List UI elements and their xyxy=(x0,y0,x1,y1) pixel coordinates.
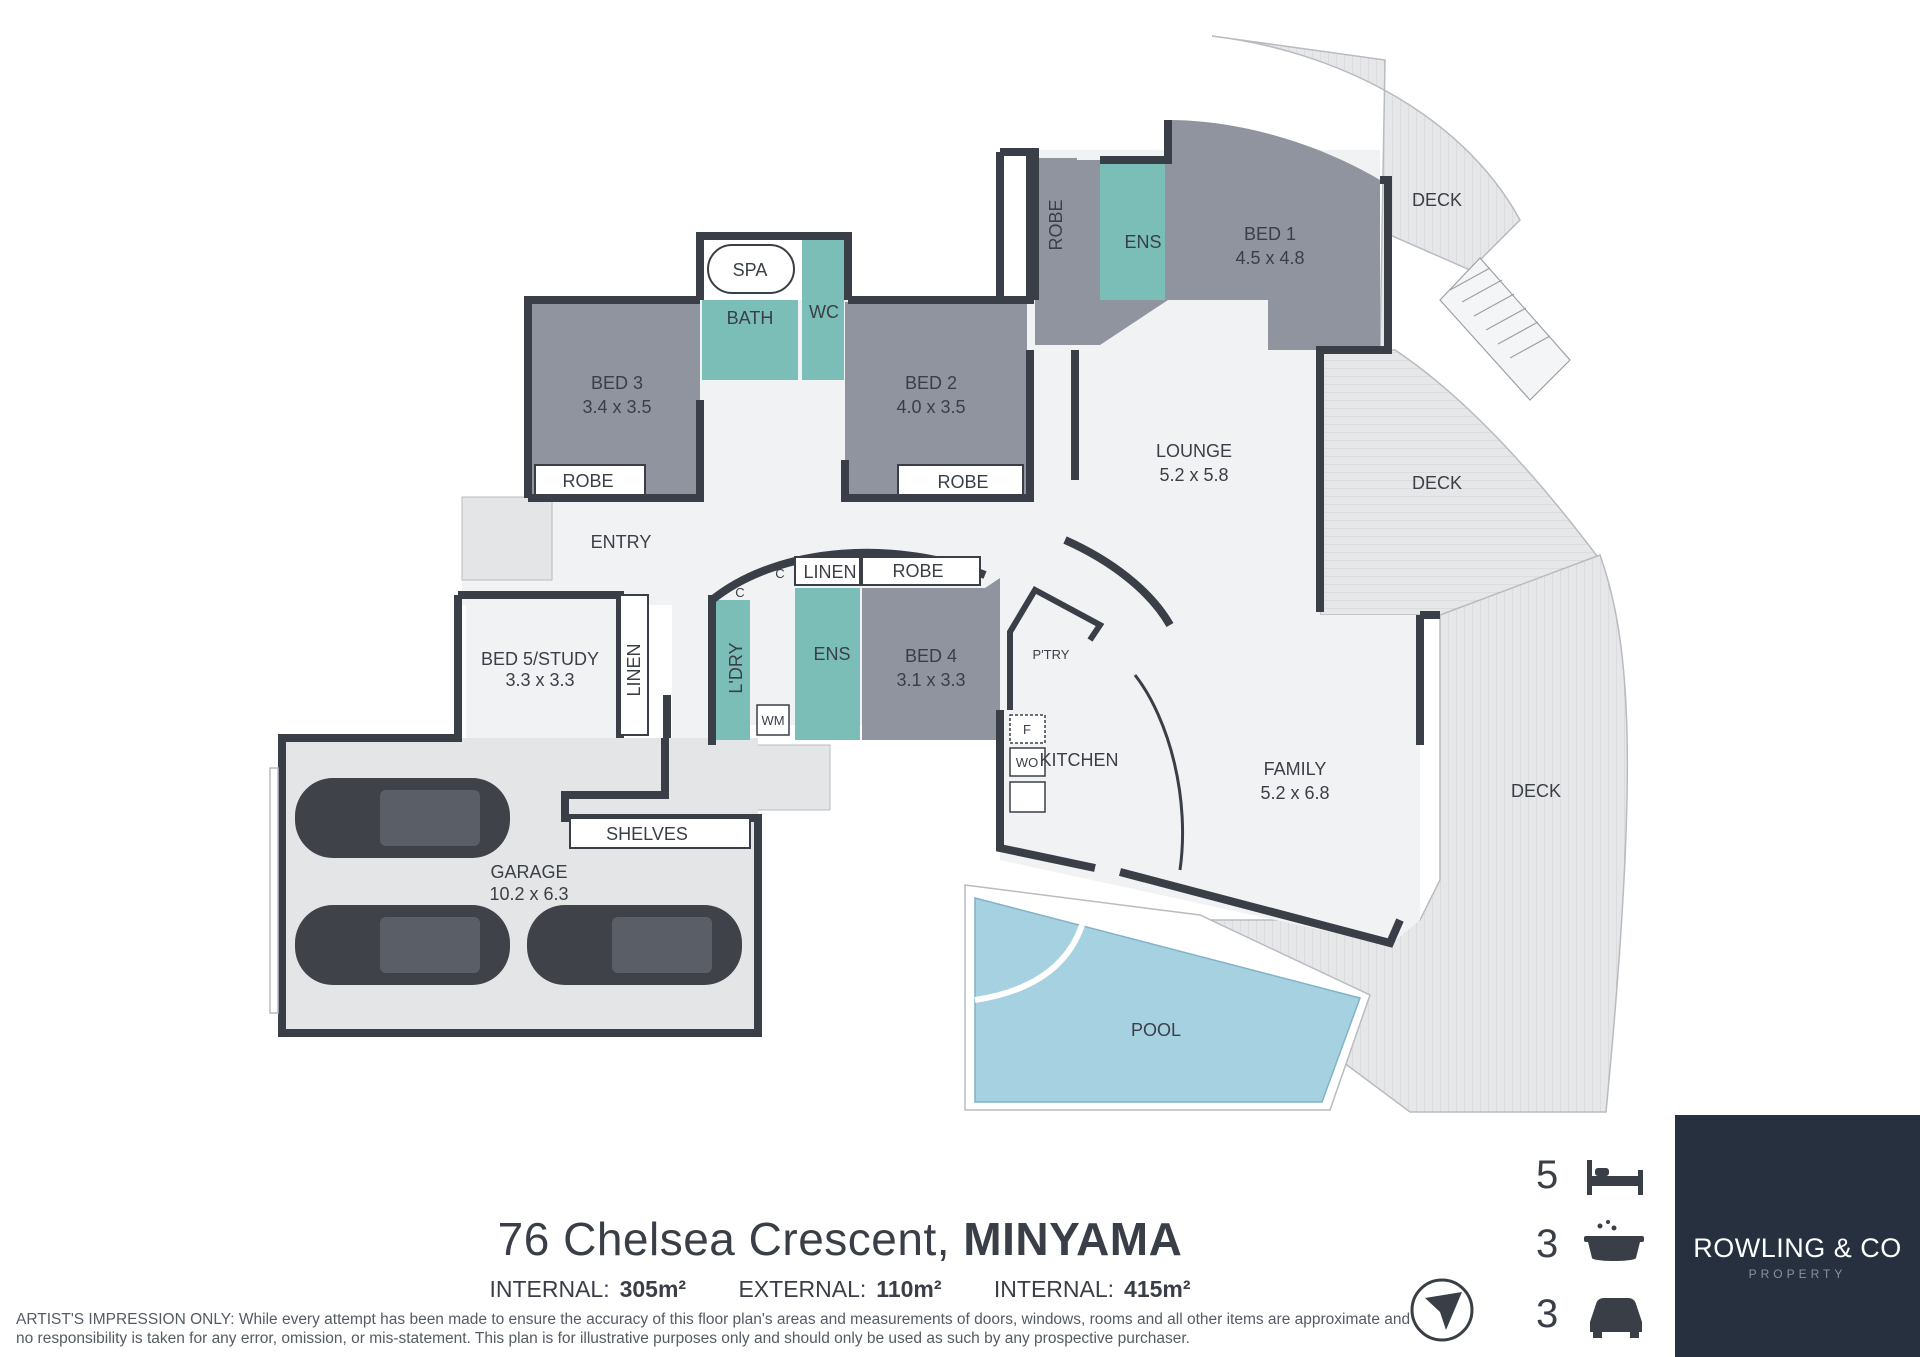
bed4-room xyxy=(862,578,1000,740)
pantry-label: P'TRY xyxy=(1033,647,1070,662)
ens2-label: ENS xyxy=(813,644,850,664)
bath-room xyxy=(702,300,798,380)
c2-label: C xyxy=(775,566,784,581)
address-street: 76 Chelsea Crescent, xyxy=(497,1213,951,1265)
car-garage-2 xyxy=(295,905,510,985)
entry-porch xyxy=(461,496,553,581)
garage-door-line xyxy=(269,767,279,1014)
shelves-label: SHELVES xyxy=(606,824,688,844)
spa-label: SPA xyxy=(733,260,768,280)
robe1-room xyxy=(1035,158,1077,300)
c1-label: C xyxy=(735,585,744,600)
garage-size: 10.2 x 6.3 xyxy=(489,884,568,904)
bed1-size: 4.5 x 4.8 xyxy=(1235,248,1304,268)
family-size: 5.2 x 6.8 xyxy=(1260,783,1329,803)
wm-unit xyxy=(756,704,790,736)
area-external-value: 110m² xyxy=(876,1276,942,1302)
bed4-size: 3.1 x 3.3 xyxy=(896,670,965,690)
bathrooms-count: 3 xyxy=(1536,1222,1559,1266)
linen-side-unit xyxy=(619,594,649,736)
kitchen-arc-wall xyxy=(1063,536,1174,628)
ens1-room xyxy=(1100,160,1165,300)
bed5-label: BED 5/STUDY xyxy=(481,649,599,669)
bed4-label: BED 4 xyxy=(905,646,957,666)
bed5-room xyxy=(466,592,616,738)
bath-label: BATH xyxy=(727,308,774,328)
garage-label: GARAGE xyxy=(490,862,567,882)
shelves-unit xyxy=(569,817,751,849)
ens2-room xyxy=(795,588,860,740)
area-total-value: 415m² xyxy=(1124,1276,1191,1302)
area-summary: INTERNAL: 305m² EXTERNAL: 110m² INTERNAL: 4… xyxy=(0,1276,1680,1303)
bed1-label: BED 1 xyxy=(1244,224,1296,244)
area-internal-label: INTERNAL: xyxy=(489,1276,610,1302)
brand-logo: ROWLING & CO xyxy=(1693,1233,1902,1263)
disclaimer-text: ARTIST'S IMPRESSION ONLY: While every at… xyxy=(16,1311,1411,1347)
lounge-label: LOUNGE xyxy=(1156,441,1232,461)
deck-mid-label: DECK xyxy=(1412,473,1462,493)
area-internal-value: 305m² xyxy=(619,1276,687,1302)
cooktop-unit xyxy=(1009,781,1046,813)
ens1-label: ENS xyxy=(1124,232,1161,252)
walls xyxy=(454,120,1440,948)
wc-label: WC xyxy=(809,302,839,322)
spa-tub xyxy=(707,244,795,294)
kitchen-label: KITCHEN xyxy=(1039,750,1118,770)
deck-top-area xyxy=(1211,35,1521,351)
linen-top-label: LINEN xyxy=(803,562,856,582)
deck-low-label: DECK xyxy=(1511,781,1561,801)
bath-icon xyxy=(1584,1220,1644,1261)
entry-label: ENTRY xyxy=(591,532,652,552)
area-total-label: INTERNAL: xyxy=(993,1276,1115,1302)
bed2-label: BED 2 xyxy=(905,373,957,393)
car-icon xyxy=(1590,1298,1642,1338)
bed3-size: 3.4 x 3.5 xyxy=(582,397,651,417)
address-title: 76 Chelsea Crescent, MINYAMA xyxy=(0,1212,1680,1266)
fridge-label: F xyxy=(1023,722,1031,737)
compass-icon xyxy=(1410,1278,1474,1342)
linen-top-unit xyxy=(794,556,861,586)
bed-icon xyxy=(1587,1160,1643,1195)
family-label: FAMILY xyxy=(1264,759,1327,779)
wo-label: WO xyxy=(1016,755,1038,770)
bedrooms-count: 5 xyxy=(1536,1153,1559,1197)
brand-subtitle: PROPERTY xyxy=(1748,1267,1847,1281)
wo-unit xyxy=(1009,747,1046,777)
car-spaces-count: 3 xyxy=(1536,1292,1559,1336)
robe1-label: ROBE xyxy=(1046,199,1066,250)
lounge-size: 5.2 x 5.8 xyxy=(1159,465,1228,485)
linen-side-label: LINEN xyxy=(624,643,644,696)
robe3-unit xyxy=(534,464,646,496)
area-external-label: EXTERNAL: xyxy=(738,1276,867,1302)
pool-curve xyxy=(974,924,1085,1003)
robe4-unit xyxy=(861,556,981,586)
robe2-label: ROBE xyxy=(937,472,988,492)
wm-label: WM xyxy=(761,713,784,728)
garage-wall xyxy=(278,734,762,1037)
address-suburb: MINYAMA xyxy=(963,1213,1183,1265)
robe3-label: ROBE xyxy=(562,471,613,491)
bed5-size: 3.3 x 3.3 xyxy=(505,670,574,690)
bed2-room xyxy=(845,302,1027,495)
pool-label: POOL xyxy=(1131,1020,1181,1040)
bed2-size: 4.0 x 3.5 xyxy=(896,397,965,417)
kitchen-wall xyxy=(1007,585,1105,710)
ldry-room xyxy=(712,600,750,740)
bed3-label: BED 3 xyxy=(591,373,643,393)
car-garage-3 xyxy=(527,905,742,985)
deck-stairs xyxy=(1439,257,1571,401)
robe4-label: ROBE xyxy=(892,561,943,581)
ldry-label: L'DRY xyxy=(726,642,746,693)
brand-panel: ROWLING & CO PROPERTY xyxy=(1675,1115,1920,1357)
island-arc xyxy=(1133,674,1185,871)
robe2-unit xyxy=(897,464,1024,496)
car-garage-1 xyxy=(295,778,510,858)
wc-room xyxy=(802,236,844,380)
fridge-unit xyxy=(1009,714,1046,744)
deck-top-label: DECK xyxy=(1412,190,1462,210)
